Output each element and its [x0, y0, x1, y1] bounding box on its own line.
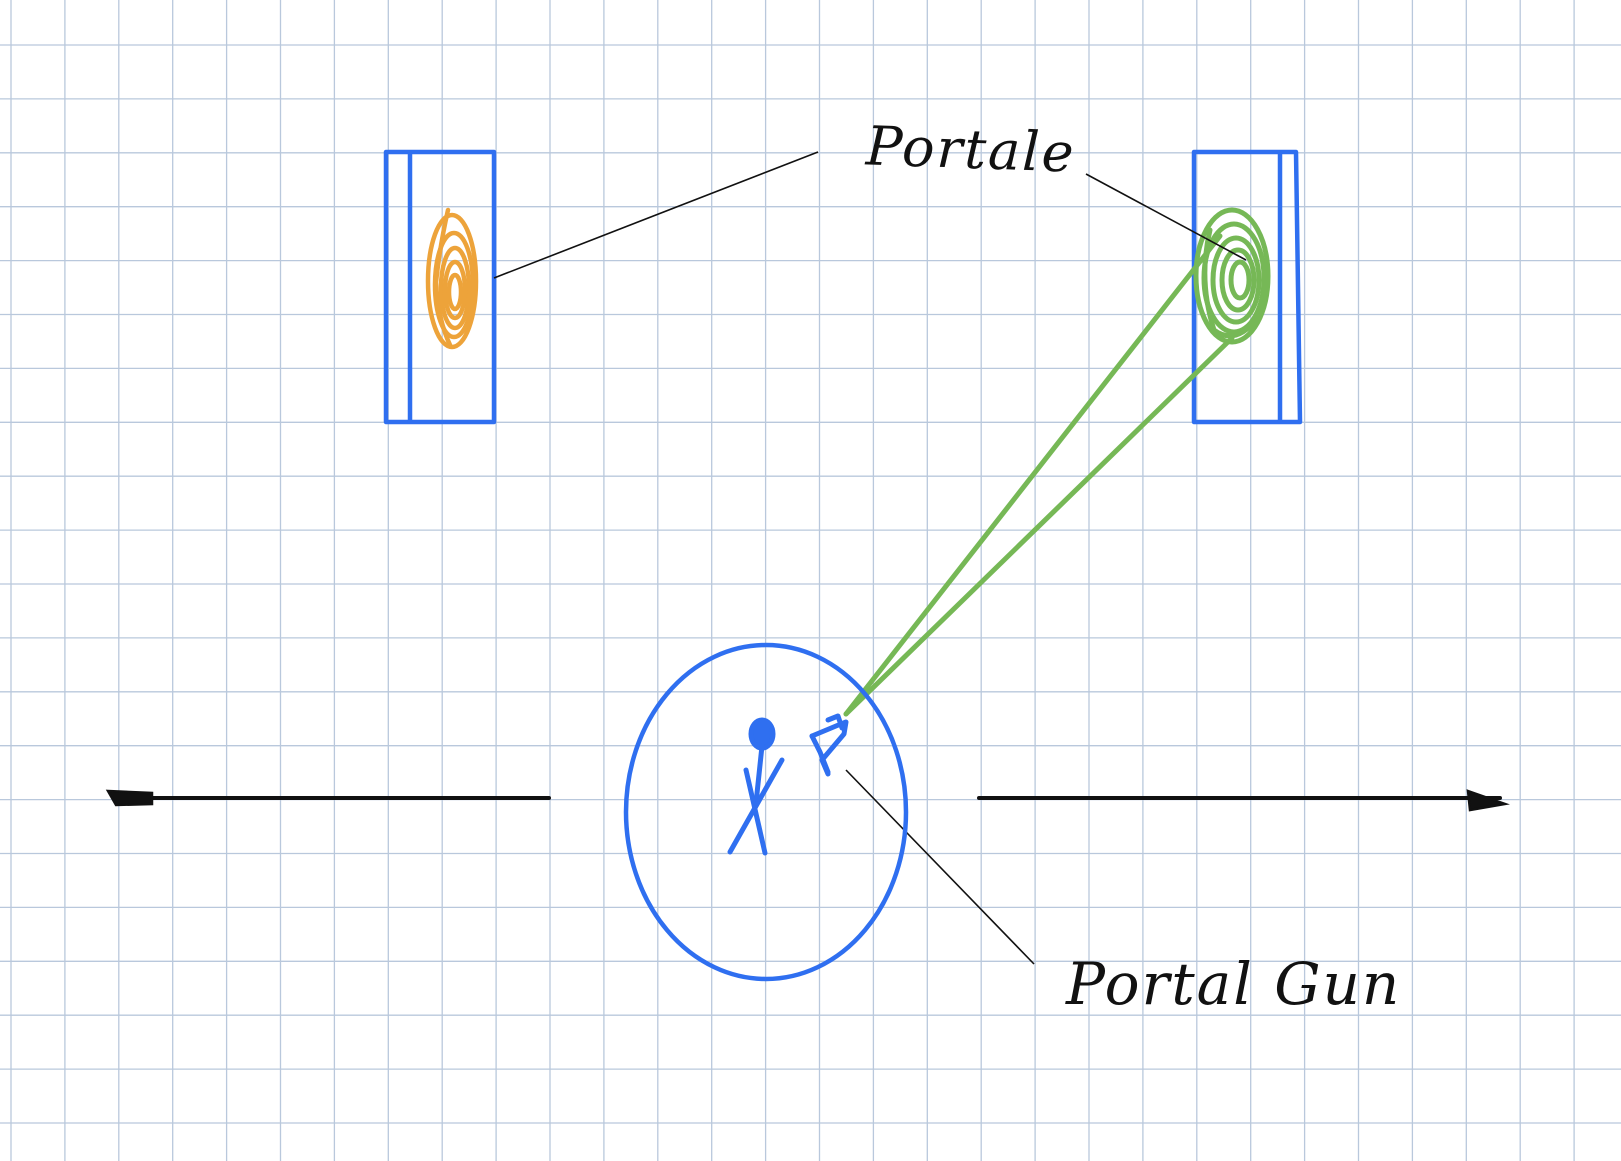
- green-portal-icon: [1193, 207, 1271, 345]
- right-wall: [1191, 149, 1303, 425]
- portal-beam: [843, 233, 1235, 717]
- portal-gun-icon: [809, 713, 849, 777]
- right-arrow: [977, 789, 1510, 812]
- player-figure-icon: [727, 717, 785, 856]
- player-circle: [623, 642, 909, 982]
- portals-label: Portale: [864, 114, 1077, 185]
- left-wall: [383, 149, 497, 425]
- orange-portal-icon: [425, 207, 479, 350]
- leader-lines: [493, 151, 1247, 965]
- left-arrow: [105, 789, 551, 807]
- portal-gun-label: Portal Gun: [1066, 950, 1402, 1018]
